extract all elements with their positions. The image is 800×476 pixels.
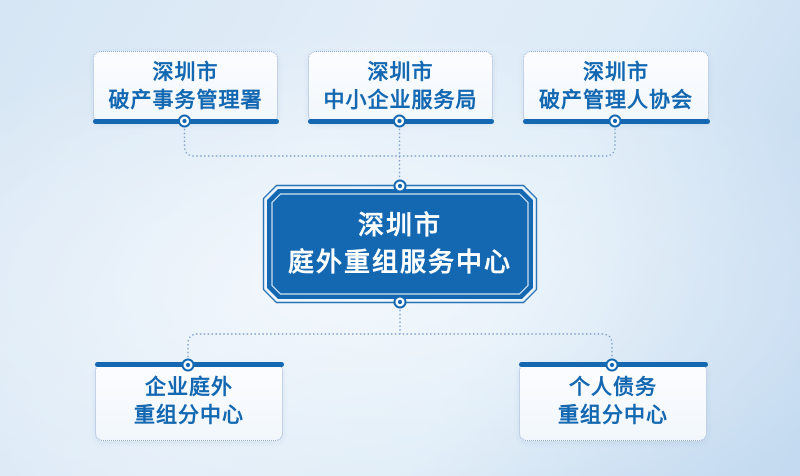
node-label-line1: 企业庭外 [145, 376, 233, 399]
center-node-shape [262, 184, 538, 304]
node-label-line2: 破产事务管理署 [108, 89, 263, 112]
connector-top-bus [183, 121, 616, 157]
center-label-line1: 深圳市 [357, 210, 442, 240]
node-accent-bar [94, 362, 284, 367]
node-accent-bar [522, 119, 710, 124]
node-label-line2: 破产管理人协会 [539, 89, 693, 112]
node-label-line1: 深圳市 [583, 61, 649, 84]
node-accent-bar [518, 362, 708, 367]
center-label-line2: 庭外重组服务中心 [287, 247, 512, 277]
node-sme-service-bureau: 深圳市 中小企业服务局 [307, 51, 494, 124]
center-node-fill [267, 189, 533, 299]
node-bankruptcy-administrators-association: 深圳市 破产管理人协会 [522, 51, 710, 124]
node-label-line1: 深圳市 [152, 61, 219, 84]
connector-bottom-bus [187, 333, 613, 365]
node-personal-debt-restructuring-sub-center: 个人债务 重组分中心 [518, 362, 708, 441]
node-enterprise-restructuring-sub-center: 企业庭外 重组分中心 [94, 362, 284, 441]
node-out-of-court-restructuring-service-center: 深圳市 庭外重组服务中心 [268, 190, 532, 298]
center-node-inner-outline [271, 193, 529, 295]
node-bankruptcy-affairs-administration: 深圳市 破产事务管理署 [92, 51, 279, 124]
node-accent-bar [92, 119, 279, 124]
node-label-line2: 重组分中心 [134, 404, 244, 427]
center-node-outer-outline [262, 184, 538, 304]
node-label-line1: 深圳市 [367, 61, 434, 84]
node-label-line2: 中小企业服务局 [323, 89, 478, 112]
node-label-line1: 个人债务 [569, 376, 657, 399]
node-label-line2: 重组分中心 [558, 404, 668, 427]
node-accent-bar [307, 119, 494, 124]
